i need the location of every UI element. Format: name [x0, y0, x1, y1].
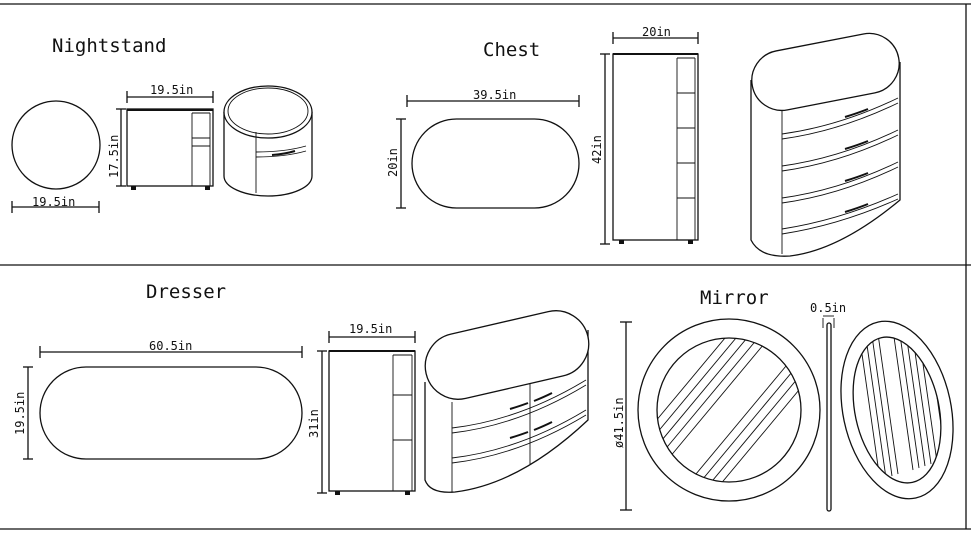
mirror-diameter-label: ø41.5in [612, 397, 626, 448]
sheet-frame [0, 3, 971, 530]
mirror-title: Mirror [700, 287, 769, 309]
chest-section: Chest 39.5in 20in [386, 25, 901, 257]
dresser-top-length-label: 60.5in [149, 339, 192, 353]
nightstand-top-width-label: 19.5in [32, 195, 75, 209]
nightstand-height-label: 17.5in [107, 135, 121, 178]
nightstand-front-view [126, 108, 214, 190]
chest-top-length-dimension [406, 95, 580, 107]
chest-top-view [411, 118, 580, 209]
dresser-top-depth-label: 19.5in [13, 392, 27, 435]
nightstand-title: Nightstand [52, 35, 166, 57]
nightstand-front-width-label: 19.5in [150, 83, 193, 97]
dresser-section: Dresser 60.5in 19.5in [13, 281, 590, 495]
dresser-top-view [39, 366, 303, 460]
chest-side-width-dimension [612, 32, 699, 44]
dresser-height-dimension [317, 350, 327, 494]
dresser-top-depth-dimension [23, 366, 33, 460]
dresser-title: Dresser [146, 281, 226, 303]
nightstand-height-dimension [116, 108, 126, 187]
mirror-side-view [822, 315, 835, 512]
mirror-thickness-label: 0.5in [810, 301, 846, 315]
chest-perspective-view [750, 32, 901, 257]
nightstand-section: Nightstand 19.5in 19.5in [11, 35, 313, 213]
chest-title: Chest [483, 39, 540, 61]
dresser-side-width-label: 19.5in [349, 322, 392, 336]
dresser-side-width-dimension [328, 331, 416, 343]
nightstand-top-width-dimension [11, 201, 100, 213]
chest-height-dimension [600, 53, 610, 245]
dresser-perspective-view [424, 310, 590, 493]
nightstand-top-view [11, 100, 101, 190]
mirror-section: Mirror ø41.5i [612, 287, 954, 512]
chest-side-width-label: 20in [642, 25, 671, 39]
chest-height-label: 42in [590, 135, 604, 164]
dresser-height-label: 31in [307, 409, 321, 438]
mirror-perspective-view [840, 320, 954, 500]
chest-side-view [612, 53, 699, 244]
dresser-top-length-dimension [39, 346, 303, 358]
chest-top-depth-label: 20in [386, 148, 400, 177]
mirror-front-view [637, 318, 821, 502]
chest-top-length-label: 39.5in [473, 88, 516, 102]
nightstand-perspective-view [223, 85, 313, 197]
mirror-diameter-dimension [620, 321, 632, 511]
nightstand-front-width-dimension [126, 91, 214, 103]
dresser-side-view [328, 350, 416, 495]
chest-top-depth-dimension [396, 118, 406, 209]
